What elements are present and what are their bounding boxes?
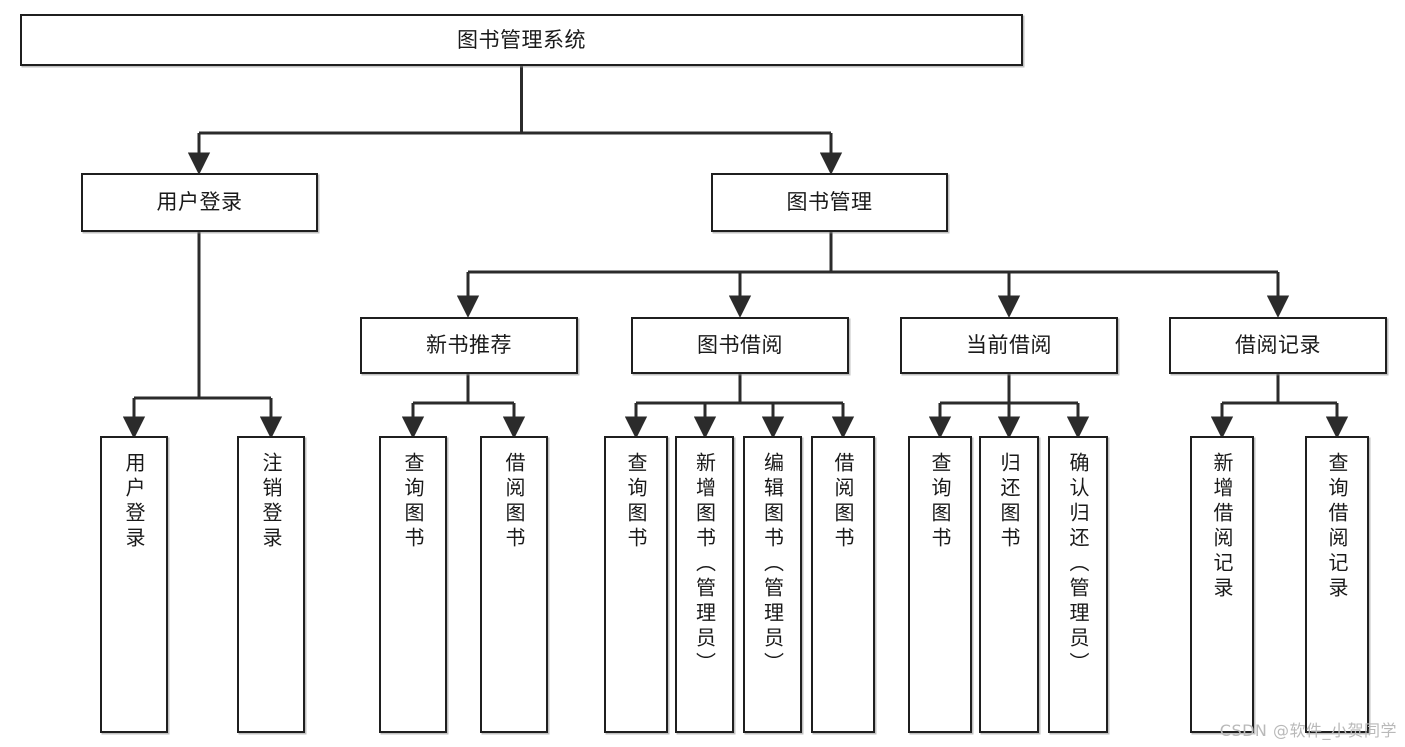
- node-leaf-user-login-label: 用户登录: [122, 452, 146, 552]
- node-leaf-add-book-label: 新增图书（管理员）: [692, 452, 717, 677]
- node-borrow-record-label: 借阅记录: [1235, 333, 1321, 358]
- node-leaf-return-book[interactable]: 归还图书: [979, 436, 1039, 733]
- node-book-borrow[interactable]: 图书借阅: [631, 317, 849, 374]
- node-leaf-query-book-1[interactable]: 查询图书: [379, 436, 447, 733]
- node-leaf-confirm-return[interactable]: 确认归还（管理员）: [1048, 436, 1108, 733]
- node-leaf-borrow-book-2[interactable]: 借阅图书: [811, 436, 875, 733]
- node-leaf-query-book-3-label: 查询图书: [928, 452, 952, 552]
- node-leaf-query-record-label: 查询借阅记录: [1325, 452, 1349, 602]
- node-leaf-edit-book-label: 编辑图书（管理员）: [760, 452, 785, 677]
- node-new-book-recommend-label: 新书推荐: [426, 333, 512, 358]
- node-leaf-query-book-2[interactable]: 查询图书: [604, 436, 668, 733]
- node-leaf-query-book-3[interactable]: 查询图书: [908, 436, 972, 733]
- node-user-login-label: 用户登录: [156, 190, 243, 215]
- node-leaf-borrow-book-1-label: 借阅图书: [502, 452, 526, 552]
- node-leaf-add-record-label: 新增借阅记录: [1210, 452, 1234, 602]
- node-book-borrow-label: 图书借阅: [697, 333, 783, 358]
- node-leaf-add-record[interactable]: 新增借阅记录: [1190, 436, 1254, 733]
- node-book-management[interactable]: 图书管理: [711, 173, 948, 232]
- node-leaf-logout-login[interactable]: 注销登录: [237, 436, 305, 733]
- node-current-borrow[interactable]: 当前借阅: [900, 317, 1118, 374]
- node-leaf-user-login[interactable]: 用户登录: [100, 436, 168, 733]
- node-current-borrow-label: 当前借阅: [966, 333, 1052, 358]
- node-leaf-logout-login-label: 注销登录: [259, 452, 283, 552]
- node-root-label: 图书管理系统: [457, 27, 586, 52]
- node-new-book-recommend[interactable]: 新书推荐: [360, 317, 578, 374]
- node-root[interactable]: 图书管理系统: [20, 14, 1023, 66]
- node-user-login[interactable]: 用户登录: [81, 173, 318, 232]
- node-book-management-label: 图书管理: [786, 190, 873, 215]
- node-leaf-query-record[interactable]: 查询借阅记录: [1305, 436, 1369, 733]
- node-leaf-query-book-1-label: 查询图书: [401, 452, 425, 552]
- node-leaf-confirm-return-label: 确认归还（管理员）: [1066, 452, 1090, 677]
- node-borrow-record[interactable]: 借阅记录: [1169, 317, 1387, 374]
- node-leaf-borrow-book-2-label: 借阅图书: [831, 452, 855, 552]
- node-leaf-edit-book[interactable]: 编辑图书（管理员）: [743, 436, 802, 733]
- node-leaf-add-book[interactable]: 新增图书（管理员）: [675, 436, 734, 733]
- node-leaf-borrow-book-1[interactable]: 借阅图书: [480, 436, 548, 733]
- node-leaf-query-book-2-label: 查询图书: [624, 452, 648, 552]
- csdn-watermark: CSDN @软件_小贺同学: [1219, 721, 1397, 740]
- node-leaf-return-book-label: 归还图书: [997, 452, 1021, 552]
